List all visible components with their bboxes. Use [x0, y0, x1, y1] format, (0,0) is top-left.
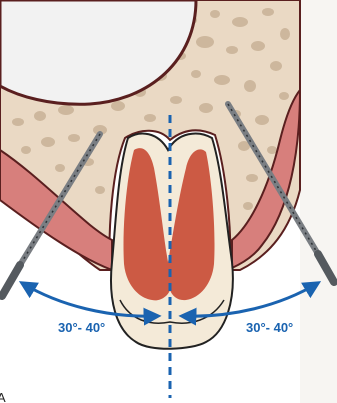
panel-letter: A: [0, 390, 6, 403]
right-angle-label: 30°- 40°: [246, 320, 293, 335]
left-angle-label: 30°- 40°: [58, 320, 105, 335]
background-band: [300, 0, 337, 403]
